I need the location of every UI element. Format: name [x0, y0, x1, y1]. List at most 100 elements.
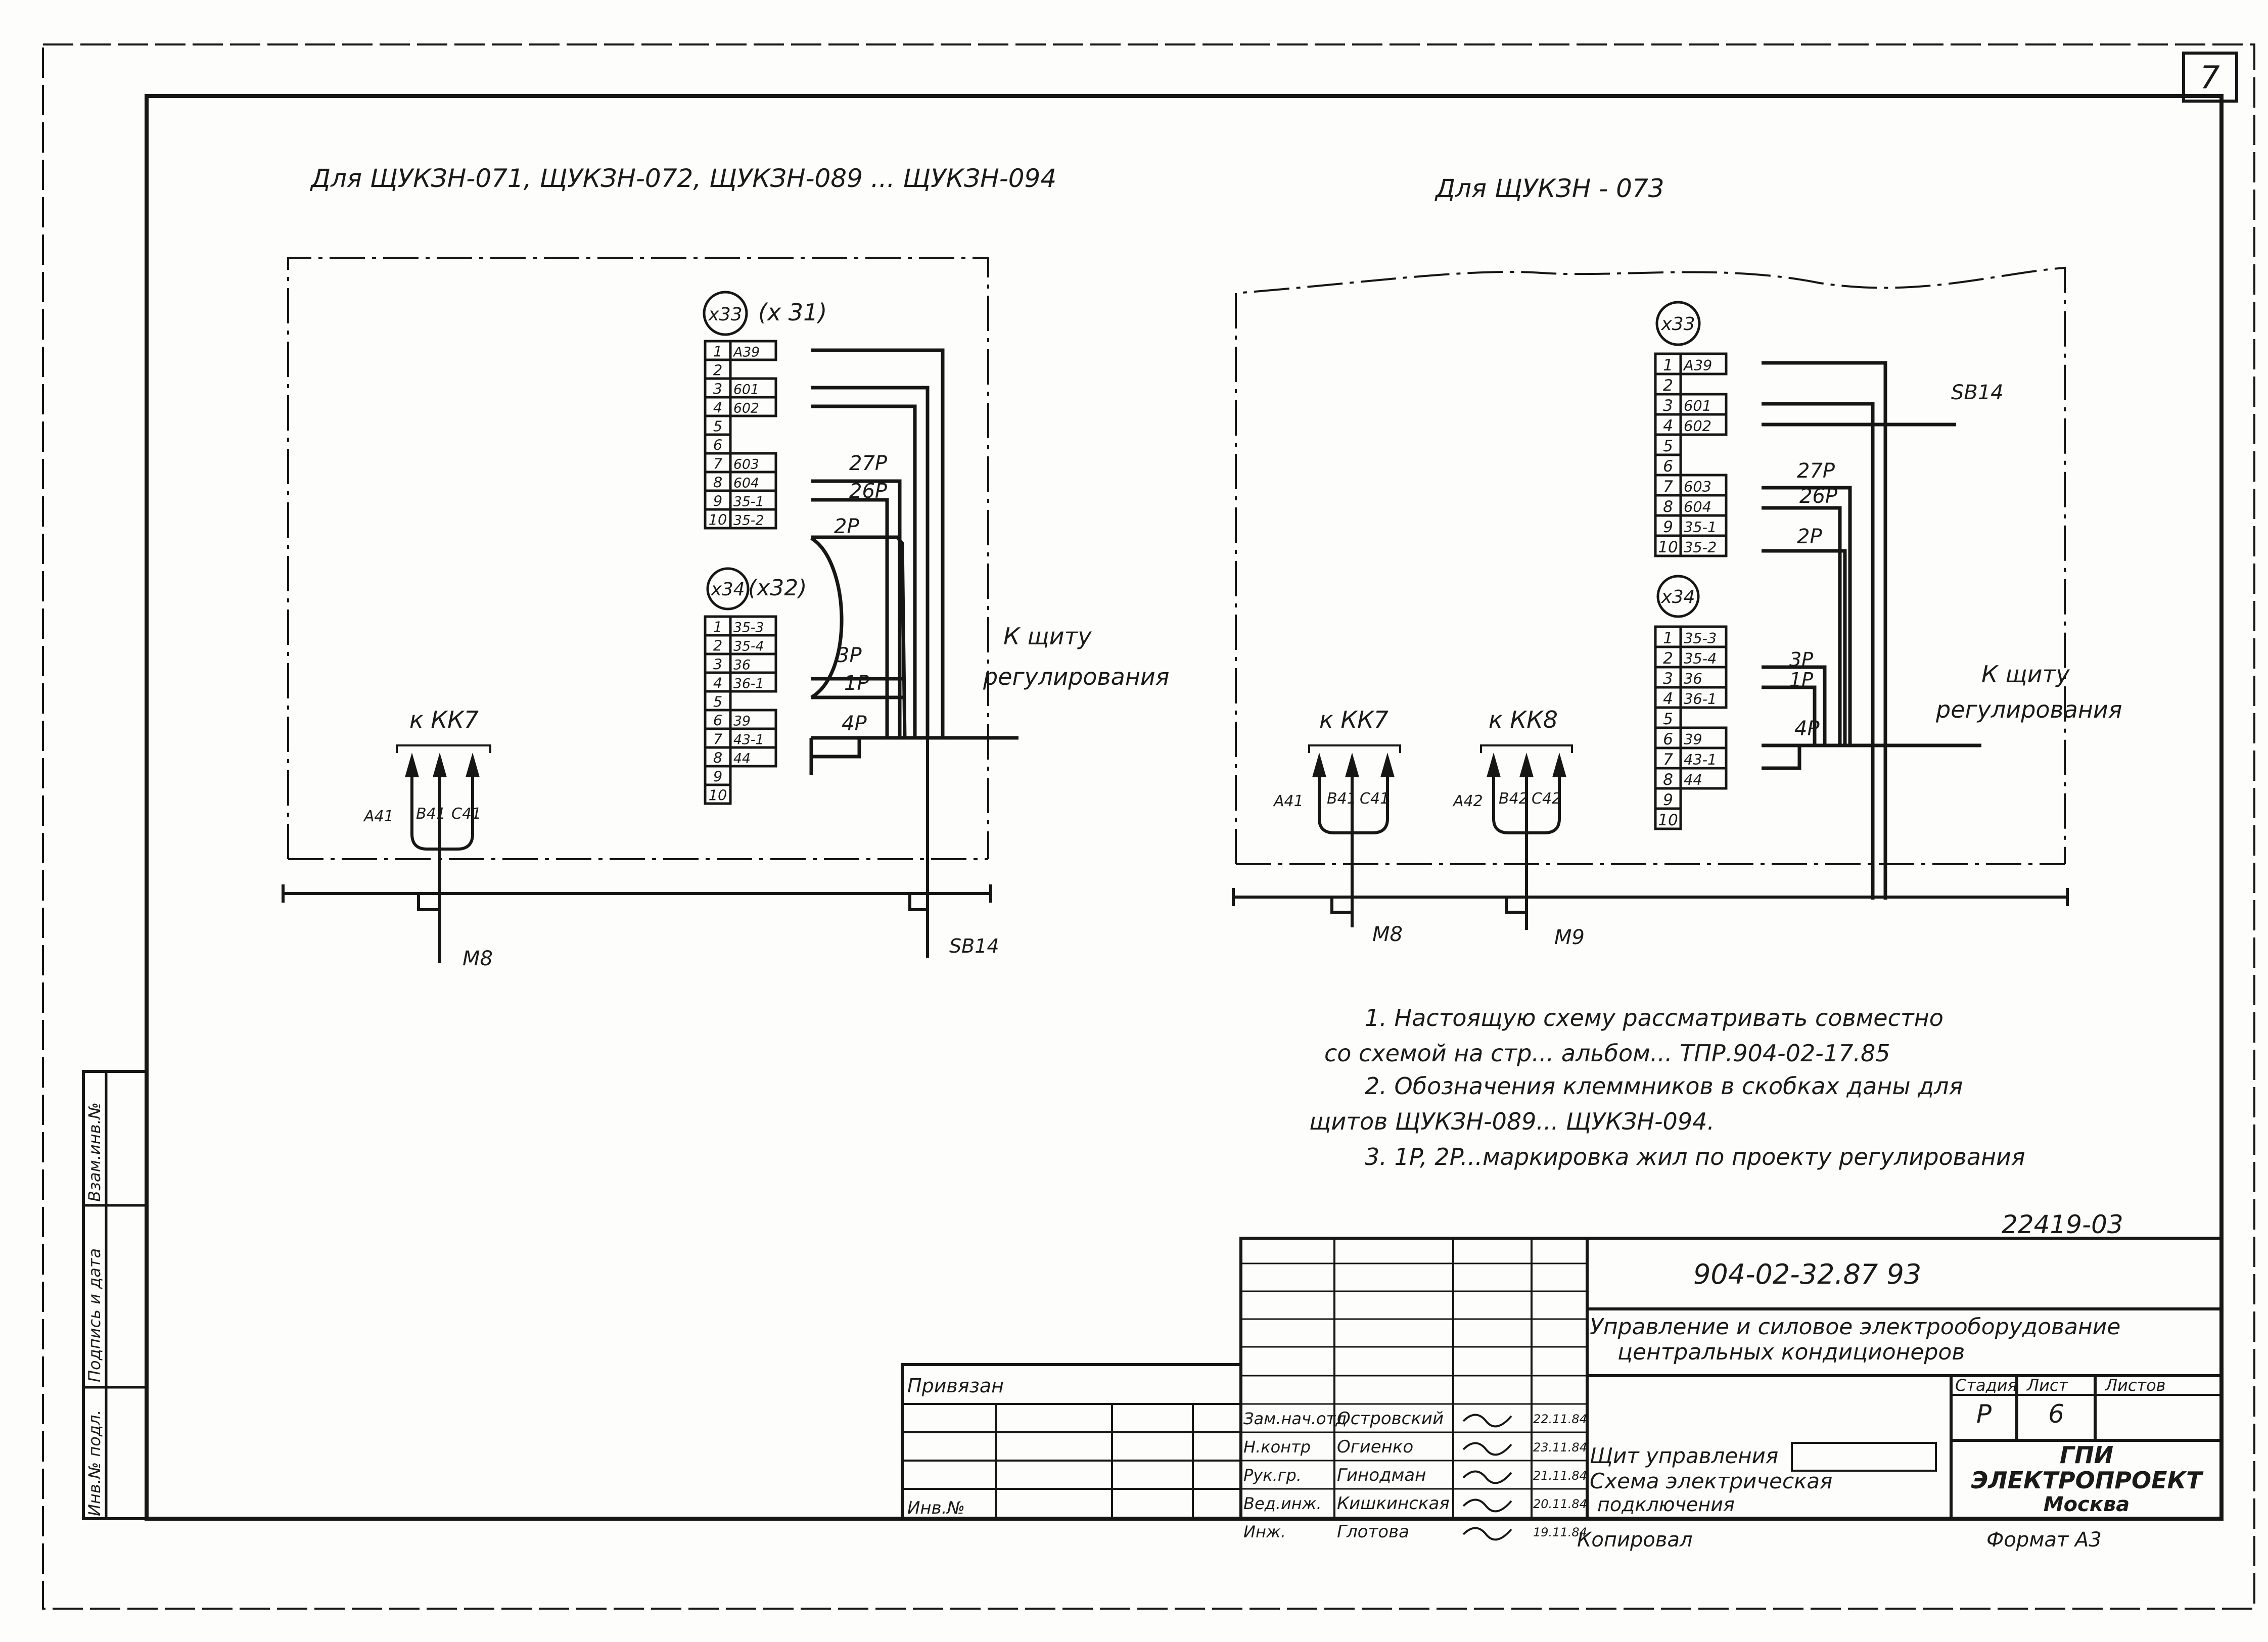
- signer-name: Кишкинская: [1337, 1493, 1450, 1514]
- head-stage: Стадия: [1955, 1376, 2017, 1395]
- right-x33-terminal-number: 5: [1663, 437, 1673, 455]
- right-to-regulation-1: К щиту: [1981, 661, 2070, 688]
- attached-label: Привязан: [907, 1375, 1004, 1397]
- left-x34-wire-mark: 35-3: [733, 620, 764, 635]
- right-kk7-wire-c: C41: [1360, 790, 1390, 808]
- signer-date: 19.11.84: [1533, 1525, 1587, 1539]
- head-sheet: Лист: [2026, 1376, 2068, 1395]
- left-x34-terminal-number: 5: [713, 693, 722, 710]
- left-x34-terminal-number: 6: [713, 712, 722, 729]
- left-x34-terminal-number: 4: [713, 674, 722, 691]
- right-x33-terminal-number: 2: [1663, 377, 1673, 395]
- right-x33-wire-mark: 603: [1684, 478, 1711, 495]
- right-x33-terminal-number: 1: [1663, 356, 1673, 374]
- signer-role: Зам.нач.отд: [1243, 1409, 1347, 1428]
- signature-mark: [1462, 1470, 1512, 1484]
- right-x33-wire-mark: 602: [1684, 417, 1711, 435]
- left-x34-terminal-number: 8: [713, 749, 722, 766]
- right-kk7-wire-a: A41: [1273, 792, 1304, 810]
- right-x34-terminal-number: 10: [1658, 811, 1678, 829]
- note-1: 1. Настоящую схему рассматривать совмест…: [1365, 1004, 1943, 1031]
- stamp-signature-date: Подпись и дата: [85, 1248, 104, 1382]
- format-label: Формат А3: [1986, 1528, 2102, 1552]
- left-to-regulation-1: К щиту: [1003, 623, 1092, 650]
- right-cable-m9: M9: [1554, 926, 1585, 949]
- left-x33-terminal-number: 3: [713, 380, 722, 397]
- doc-ref: 22419-03: [2002, 1210, 2123, 1239]
- left-x33-wire-mark: 603: [733, 456, 759, 472]
- stamp-inv-original: Инв.№ подл.: [85, 1410, 104, 1516]
- right-x33-terminal-number: 3: [1663, 397, 1673, 415]
- left-wire-4p: 4P: [842, 712, 867, 735]
- left-x34-terminal-number: 2: [713, 637, 722, 654]
- right-x34-terminal-number: 1: [1663, 629, 1673, 647]
- right-x34-wire-mark: 44: [1684, 771, 1702, 788]
- left-x33-wire-mark: 604: [733, 475, 759, 491]
- left-x33-terminal-number: 2: [713, 361, 722, 379]
- left-x33-terminal-number: 5: [713, 417, 722, 435]
- right-x33-terminal-number: 9: [1663, 518, 1673, 536]
- left-x33-wire-mark: 35-1: [733, 494, 764, 509]
- left-x33-wire-mark: 602: [733, 400, 759, 416]
- left-kk7-label: к КК7: [409, 706, 479, 733]
- sheet-title-2: Схема электрическая: [1590, 1469, 1832, 1493]
- left-bus: [282, 738, 992, 958]
- right-kk7-group: [1308, 744, 1401, 927]
- sheet-title-1: Щит управления: [1590, 1443, 1778, 1468]
- right-to-regulation-2: регулирования: [1935, 696, 2122, 723]
- right-x34-wire-mark: 35-4: [1684, 650, 1717, 667]
- left-x33-terminal-number: 6: [713, 436, 722, 453]
- right-kk7-label: к КК7: [1319, 706, 1388, 733]
- signer-date: 22.11.84: [1533, 1412, 1587, 1426]
- signature-mark: [1462, 1442, 1512, 1456]
- left-x34-cell-num: [704, 783, 732, 805]
- sheet-number: 7: [2200, 59, 2219, 96]
- title-block: [901, 1237, 2223, 1520]
- left-x33-alt: (x 31): [758, 299, 827, 326]
- right-wire-2p: 2P: [1797, 525, 1822, 548]
- signer-name: Огиенко: [1337, 1437, 1413, 1457]
- sheet-value: 6: [2048, 1399, 2064, 1429]
- right-cable-m8: M8: [1372, 923, 1403, 946]
- sheet-number-box: [2182, 52, 2238, 103]
- left-x33-cell-mark: [729, 396, 777, 417]
- left-x34-wire-mark: 36: [733, 657, 751, 673]
- left-kk7-wire-a: A41: [363, 808, 394, 825]
- copied-label: Копировал: [1577, 1528, 1693, 1552]
- signer-name: Глотова: [1337, 1522, 1409, 1542]
- left-x34-cell-mark: [729, 746, 777, 768]
- org-2: ЭЛЕКТРОПРОЕКТ: [1971, 1467, 2204, 1494]
- right-kk8-wire-a: A42: [1452, 792, 1483, 810]
- right-x33-terminal-number: 4: [1663, 417, 1673, 435]
- left-x33-label: x33: [708, 304, 742, 325]
- right-x34-terminal-number: 9: [1663, 791, 1673, 809]
- left-x34-wire-mark: 39: [733, 713, 751, 729]
- left-x33-cell-mark: [729, 340, 777, 361]
- signer-role: Н.контр: [1243, 1437, 1311, 1457]
- left-x34-wire-mark: 36-1: [733, 676, 764, 691]
- left-x33-cell-mark: [729, 508, 777, 530]
- left-x34-terminal-number: 3: [713, 655, 722, 673]
- left-wire-2p: 2P: [834, 515, 859, 538]
- right-wire-4p: 4P: [1794, 717, 1820, 740]
- left-x34-alt: (x32): [748, 575, 807, 601]
- left-wire-27p: 27P: [849, 452, 888, 475]
- left-x33-terminal-number: 9: [713, 492, 722, 509]
- left-x34-wire-mark: 43-1: [733, 732, 764, 747]
- right-wire-3p: 3P: [1789, 648, 1813, 671]
- right-x33-wire-mark: 35-2: [1684, 539, 1717, 556]
- right-x33-wire-mark: 35-1: [1684, 519, 1717, 536]
- left-x33-terminal-number: 7: [713, 455, 723, 472]
- right-x34-cell-num: [1654, 807, 1682, 830]
- left-wire-26p: 26P: [849, 480, 888, 503]
- signature-mark: [1462, 1414, 1512, 1428]
- left-x34-cell-mark: [729, 671, 777, 693]
- right-x34-label: x34: [1660, 587, 1695, 607]
- right-x34-cell-mark: [1679, 686, 1728, 709]
- left-x33-marker: [703, 291, 748, 336]
